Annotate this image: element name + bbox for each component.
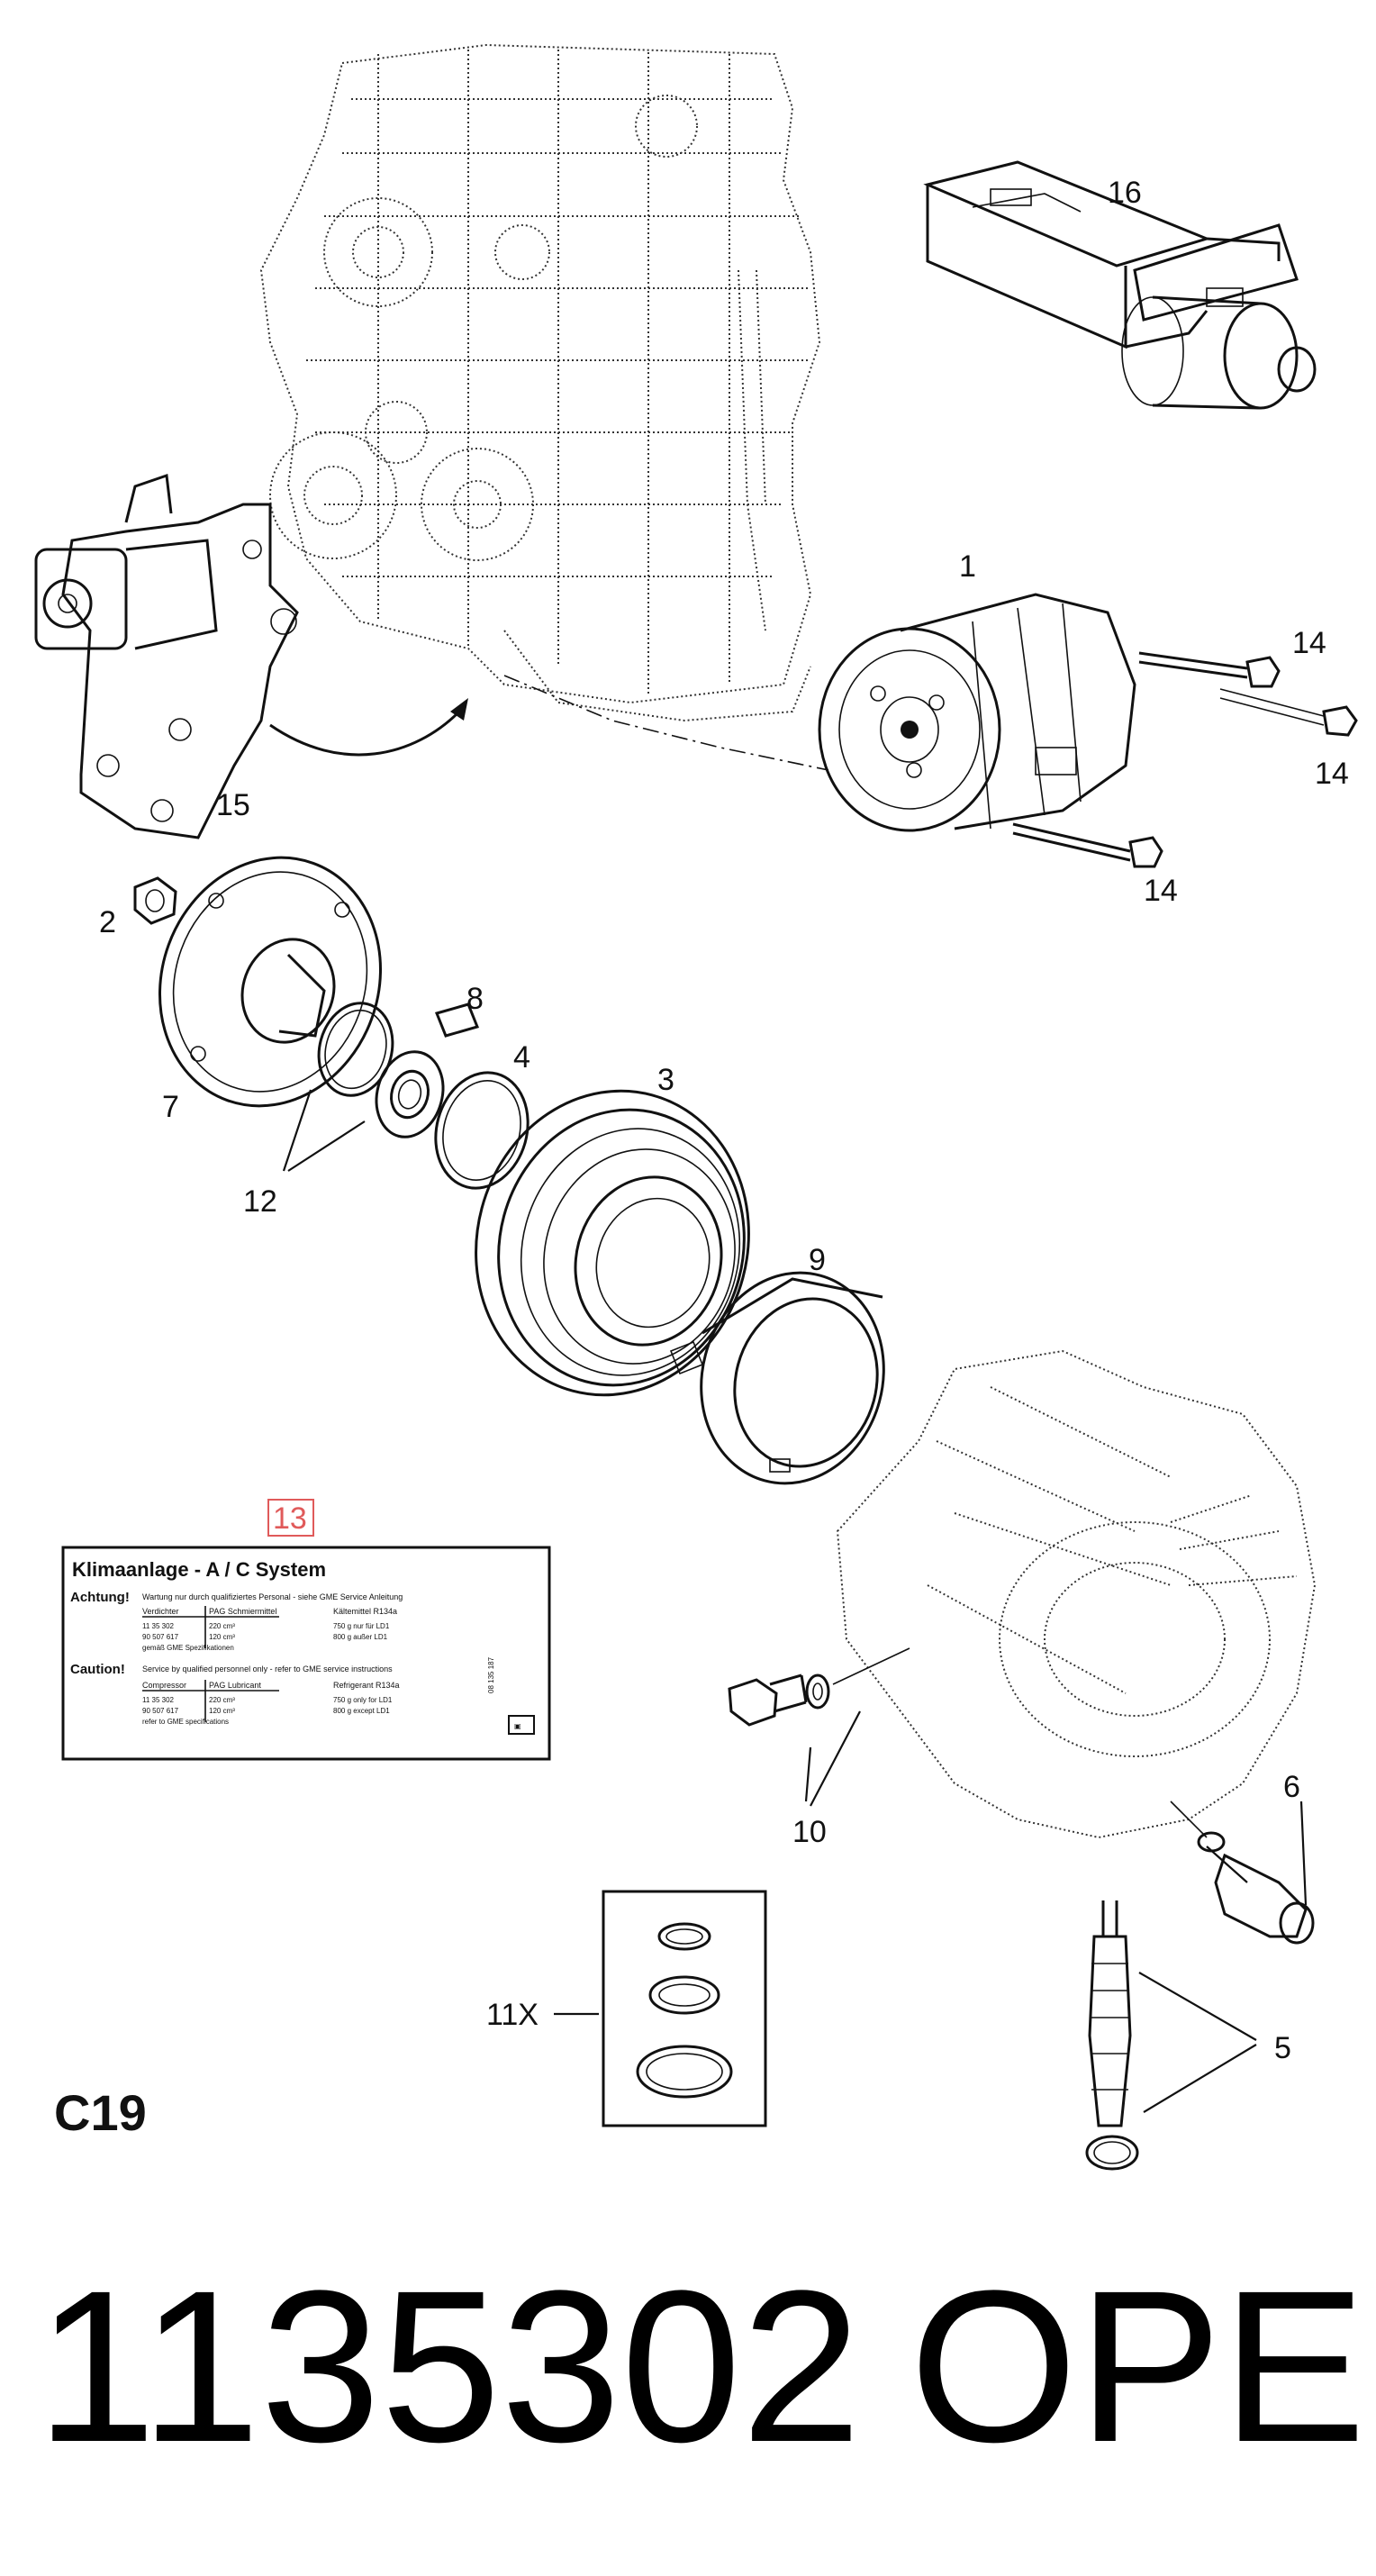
- callout-14-middle: 14: [1315, 757, 1349, 791]
- footer-brand: OPEL: [910, 2245, 1376, 2487]
- sticker-de-note: gemäß GME Spezifikationen: [142, 1644, 234, 1652]
- callout-9: 9: [809, 1243, 826, 1277]
- sticker-en-col3-head: Refrigerant R134a: [333, 1681, 400, 1690]
- callout-12: 12: [243, 1184, 277, 1219]
- nut-illustration: [133, 876, 177, 925]
- callout-3: 3: [657, 1063, 674, 1097]
- alignment-line: [503, 675, 829, 771]
- sticker-caution-label: Caution!: [70, 1662, 125, 1677]
- sticker-de-r1-c2: 220 cm³: [209, 1622, 235, 1630]
- sticker-en-r1-c3: 750 g only for LD1: [333, 1696, 393, 1704]
- snap-ring-illustration: [434, 1071, 530, 1190]
- callout-16: 16: [1108, 176, 1142, 210]
- leader-lines: [282, 1089, 1308, 2113]
- compressor-bolts-illustration: [1012, 651, 1358, 868]
- sticker-en-col2-head: PAG Lubricant: [209, 1681, 261, 1690]
- sticker-caution-text: Service by qualified personnel only - re…: [142, 1664, 393, 1673]
- callout-14-lower: 14: [1144, 874, 1178, 908]
- power-steering-pump-bracket-illustration: [34, 473, 299, 839]
- sticker-logo-mark: ▣: [514, 1722, 521, 1730]
- ac-system-label-sticker: Klimaanlage - A / C System Achtung! Wart…: [61, 1546, 551, 1761]
- callout-2: 2: [99, 905, 116, 939]
- sticker-title: Klimaanlage - A / C System: [72, 1558, 326, 1581]
- sticker-en-r2-c3: 800 g except LD1: [333, 1707, 390, 1715]
- callout-15: 15: [216, 788, 250, 822]
- sticker-de-col1-head: Verdichter: [142, 1607, 179, 1616]
- footer-part-number: 1135302: [36, 2245, 862, 2487]
- mount-arrow: [269, 710, 461, 757]
- ac-compressor-illustration: [818, 593, 1136, 832]
- callout-labels: 1 2 3 4 5 6 7 8 9 10 11X 12 13 14 14 14 …: [99, 176, 1349, 2065]
- clutch-plate-illustration: [158, 856, 383, 1108]
- pulley-illustration: [475, 1089, 750, 1397]
- sticker-de-r2-c1: 90 507 617: [142, 1633, 179, 1641]
- sticker-de-col2-head: PAG Schmiermittel: [209, 1607, 276, 1616]
- drain-bolt-illustration: [728, 1647, 910, 1727]
- circlip-and-bearing-illustration: [317, 1002, 445, 1138]
- receiver-drier-kit-illustration: [923, 160, 1317, 410]
- sticker-de-r2-c3: 800 g außer LD1: [333, 1633, 388, 1641]
- service-valve-illustration: [1085, 1900, 1139, 2171]
- callout-5: 5: [1274, 2031, 1291, 2065]
- mount-arrow-head: [450, 698, 468, 721]
- sticker-side-number: 08 135 187: [487, 1656, 495, 1693]
- callout-1: 1: [959, 549, 976, 584]
- callout-4: 4: [513, 1040, 530, 1075]
- sticker-en-r1-c2: 220 cm³: [209, 1696, 235, 1704]
- sticker-achtung-label: Achtung!: [70, 1590, 130, 1605]
- sheet-code: C19: [54, 2084, 147, 2141]
- callout-10: 10: [792, 1815, 827, 1849]
- sticker-de-r1-c3: 750 g nur für LD1: [333, 1622, 390, 1630]
- sticker-de-col3-head: Kältemittel R134a: [333, 1607, 397, 1616]
- sticker-en-r2-c1: 90 507 617: [142, 1707, 179, 1715]
- callout-6: 6: [1283, 1770, 1300, 1804]
- callout-8: 8: [466, 982, 484, 1016]
- sticker-en-note: refer to GME specifications: [142, 1718, 229, 1726]
- callout-13: 13: [273, 1501, 307, 1536]
- compressor-lower-illustration: [836, 1349, 1317, 1839]
- sticker-en-r1-c1: 11 35 302: [142, 1696, 175, 1704]
- callout-14-upper: 14: [1292, 626, 1326, 660]
- field-coil-illustration: [669, 1271, 885, 1485]
- sticker-en-col1-head: Compressor: [142, 1681, 186, 1690]
- pressure-switch-illustration: [1170, 1800, 1315, 1945]
- sticker-de-r1-c1: 11 35 302: [142, 1622, 175, 1630]
- callout-11x: 11X: [486, 1998, 539, 2032]
- engine-block-illustration: [259, 43, 821, 722]
- key-illustration: [434, 1002, 480, 1038]
- sticker-de-r2-c2: 120 cm³: [209, 1633, 235, 1641]
- callout-13-highlight: [267, 1499, 314, 1537]
- o-ring-kit-box: [602, 1890, 767, 2127]
- sticker-en-r2-c2: 120 cm³: [209, 1707, 235, 1715]
- callout-7: 7: [162, 1090, 179, 1124]
- sticker-achtung-text: Wartung nur durch qualifiziertes Persona…: [142, 1592, 403, 1601]
